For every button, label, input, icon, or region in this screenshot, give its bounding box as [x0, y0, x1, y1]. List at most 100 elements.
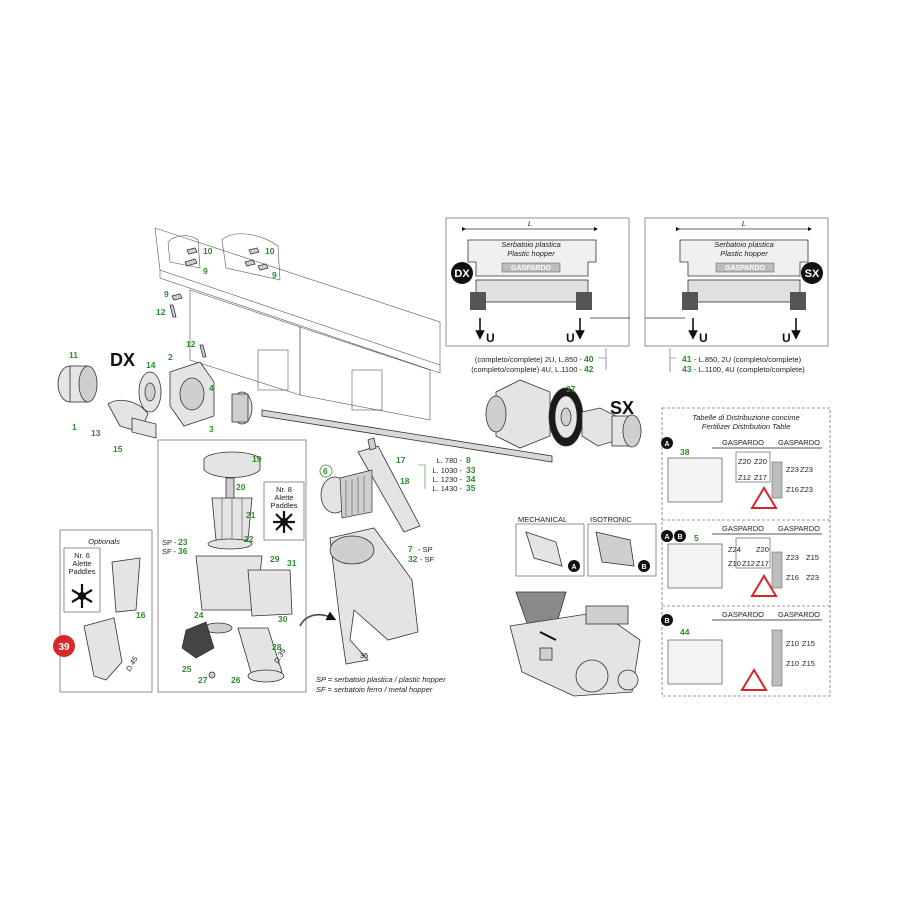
table-brand-1: GASPARDO — [722, 438, 764, 447]
legend-sp: SP = serbatoio plastica / plastic hopper — [316, 675, 446, 684]
sx-badge: SX — [805, 268, 820, 280]
part-list-leaders — [598, 348, 676, 372]
shaft-cover-18 — [320, 437, 426, 533]
paddles6-line3: Paddles — [68, 567, 95, 576]
callout-7: 7 — [408, 544, 413, 554]
brand-left: GASPARDO — [511, 265, 551, 272]
callout-26: 26 — [231, 675, 241, 685]
callout-29: 29 — [270, 554, 280, 564]
table-brand-4: GASPARDO — [778, 524, 820, 533]
callout-9b: 9 — [272, 270, 277, 280]
optionals-box — [53, 529, 153, 693]
gear-a7: Z16 — [786, 485, 799, 494]
hopper-en-left: Plastic hopper — [507, 249, 555, 258]
callout-8: 8 — [466, 455, 471, 465]
gear-a3: Z12 — [738, 473, 751, 482]
callout-5: 5 — [694, 533, 699, 543]
gear-c3: Z10 — [786, 659, 799, 668]
callout-15: 15 — [113, 444, 123, 454]
table-brand-3: GASPARDO — [722, 524, 764, 533]
callout-27: 27 — [198, 675, 208, 685]
callout-16: 16 — [136, 610, 146, 620]
paddles8-line1: Nr. 8 — [276, 485, 292, 494]
gear-a5: Z23 — [786, 465, 799, 474]
sf-36-text: SF - — [162, 547, 177, 556]
hopper-it-left: Serbatoio plastica — [501, 240, 561, 249]
callout-24: 24 — [194, 610, 204, 620]
callout-19: 19 — [252, 454, 262, 464]
hopper-it-right: Serbatoio plastica — [714, 240, 774, 249]
callout-31: 31 — [287, 558, 297, 568]
callout-6: 6 — [323, 466, 328, 476]
callout-9c: 9 — [164, 289, 169, 299]
dx-badge: DX — [454, 268, 470, 280]
callout-3: 3 — [209, 424, 214, 434]
callout-36: 36 — [178, 546, 188, 556]
seeder-machine-illustration — [509, 523, 657, 697]
part-39-badge: 39 — [58, 642, 70, 653]
callout-4: 4 — [209, 383, 214, 393]
sf-32-text: - SF — [420, 555, 435, 564]
mark-b-machine: B — [641, 564, 646, 571]
section-b-mark: B — [664, 618, 669, 625]
length-label-right: L — [742, 219, 746, 228]
gear-b8: Z16 — [786, 573, 799, 582]
callout-9a: 9 — [203, 266, 208, 276]
paddle-inset-8 — [263, 481, 305, 541]
table-brand-6: GASPARDO — [778, 610, 820, 619]
drive-assembly-sx — [485, 379, 642, 449]
callout-20: 20 — [236, 482, 246, 492]
shaft-1030-text: L. 1030 - — [432, 466, 462, 475]
paddles8-line3: Paddles — [270, 501, 297, 510]
hopper-panel-left — [445, 217, 630, 347]
callout-30: 30 — [278, 614, 288, 624]
sp-7-text: - SP — [418, 545, 433, 554]
row-41-text: - L.850, 2U (completo/complete) — [694, 355, 802, 364]
distributor-exploded-box — [157, 439, 307, 693]
gear-b4: Z12 — [742, 559, 755, 568]
section-ab-mark-a: A — [664, 534, 669, 541]
main-shaft — [261, 409, 553, 463]
section-ab-mark-b: B — [677, 534, 682, 541]
paddles6-line1: Nr. 6 — [74, 551, 90, 560]
brand-right: GASPARDO — [725, 265, 765, 272]
callout-34: 34 — [466, 474, 476, 484]
bolt-parts-top — [169, 247, 269, 358]
callout-38: 38 — [680, 447, 690, 457]
callout-18: 18 — [400, 476, 410, 486]
mechanical-label: MECHANICAL — [518, 515, 567, 524]
hopper-panel-right — [644, 217, 829, 347]
callout-10a: 10 — [203, 246, 213, 256]
gear-a6: Z23 — [800, 465, 813, 474]
callout-13: 13 — [91, 428, 101, 438]
callout-32: 32 — [408, 554, 418, 564]
gear-c1: Z10 — [786, 639, 799, 648]
callout-14: 14 — [146, 360, 156, 370]
mark-a-machine: A — [571, 564, 576, 571]
u-label-3: U — [699, 331, 708, 345]
callout-1: 1 — [72, 422, 77, 432]
hopper-en-right: Plastic hopper — [720, 249, 768, 258]
gear-a2: Z20 — [754, 457, 767, 466]
table-title-en: Fertilizer Distribution Table — [702, 422, 791, 431]
u-label-2: U — [566, 331, 575, 345]
shaft-780-text: L. 780 - — [437, 456, 463, 465]
dim-d45: D.45 — [124, 654, 140, 673]
shaft-1430-text: L. 1430 - — [432, 484, 462, 493]
table-brand-5: GASPARDO — [722, 610, 764, 619]
sx-label: SX — [610, 398, 634, 418]
callout-44: 44 — [680, 627, 690, 637]
gear-b5: Z17 — [756, 559, 769, 568]
callout-35: 35 — [466, 483, 476, 493]
dx-label: DX — [110, 350, 135, 370]
gear-a4: Z17 — [754, 473, 767, 482]
fertilizer-table-panel — [661, 407, 831, 697]
paddles8-line2: Alette — [274, 493, 293, 502]
row-43-text: - L.1100, 4U (completo/complete) — [694, 365, 805, 374]
callout-17: 17 — [396, 455, 406, 465]
gear-b7: Z15 — [806, 553, 819, 562]
dim-35: 35 — [360, 651, 368, 660]
callout-25: 25 — [182, 664, 192, 674]
hopper-housing — [299, 527, 419, 665]
